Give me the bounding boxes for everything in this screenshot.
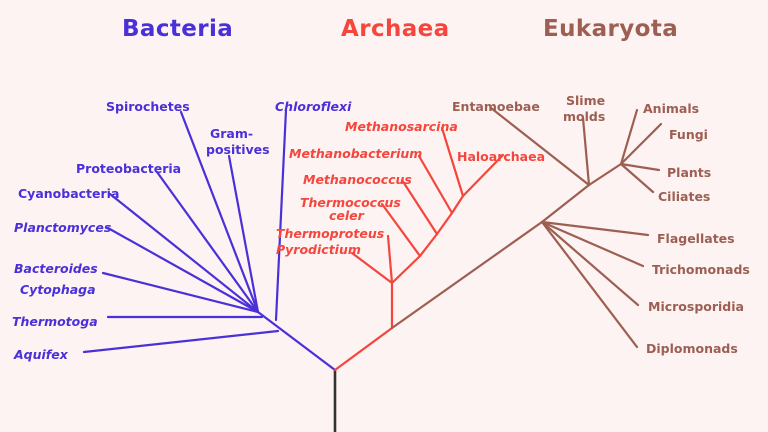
- branch-slime-molds: [581, 116, 591, 187]
- branch-spirochetes: [179, 110, 260, 314]
- eukaryota-stem: [390, 220, 544, 330]
- branch-haloarchaea: [461, 153, 505, 198]
- branch-flagellates: [540, 220, 650, 237]
- eukaryota-link-2: [587, 162, 623, 187]
- branch-methanococcus: [400, 178, 439, 236]
- branch-fungi: [619, 122, 663, 166]
- branch-thermococcus: [380, 202, 422, 258]
- bacteria-branch-group: [82, 108, 337, 372]
- euryarchaeota-link-2: [435, 211, 454, 236]
- branch-bacteroides: [101, 271, 260, 314]
- branch-methanobacterium: [417, 154, 454, 215]
- euryarchaeota-link-3: [450, 194, 465, 215]
- branch-trichomonads: [540, 220, 645, 268]
- branch-diplomonads: [540, 220, 639, 349]
- eukaryota-branch-group: [390, 106, 663, 349]
- branch-gram-positives: [227, 154, 260, 314]
- branch-animals: [619, 108, 639, 166]
- branch-microsporidia: [540, 220, 640, 307]
- branch-ciliates: [619, 162, 655, 194]
- euryarchaeota-link-1: [418, 232, 439, 258]
- branch-thermoproteus: [386, 234, 394, 285]
- archaea-branch-group: [333, 126, 505, 372]
- crenarchaeota-link: [390, 254, 422, 285]
- branch-entamoebae: [489, 106, 591, 187]
- branch-chloroflexi: [274, 108, 288, 322]
- archaea-stem: [333, 326, 394, 372]
- branch-proteobacteria: [155, 170, 260, 314]
- bacteria-stem: [256, 310, 337, 372]
- branch-pyrodictium: [350, 251, 394, 285]
- branch-planctomyces: [106, 226, 260, 314]
- branch-methanosarcina: [440, 126, 465, 198]
- branch-aquifex: [82, 329, 280, 354]
- branch-cyanobacteria: [108, 192, 260, 314]
- branch-plants: [619, 162, 661, 172]
- eukaryota-link-1: [540, 183, 591, 224]
